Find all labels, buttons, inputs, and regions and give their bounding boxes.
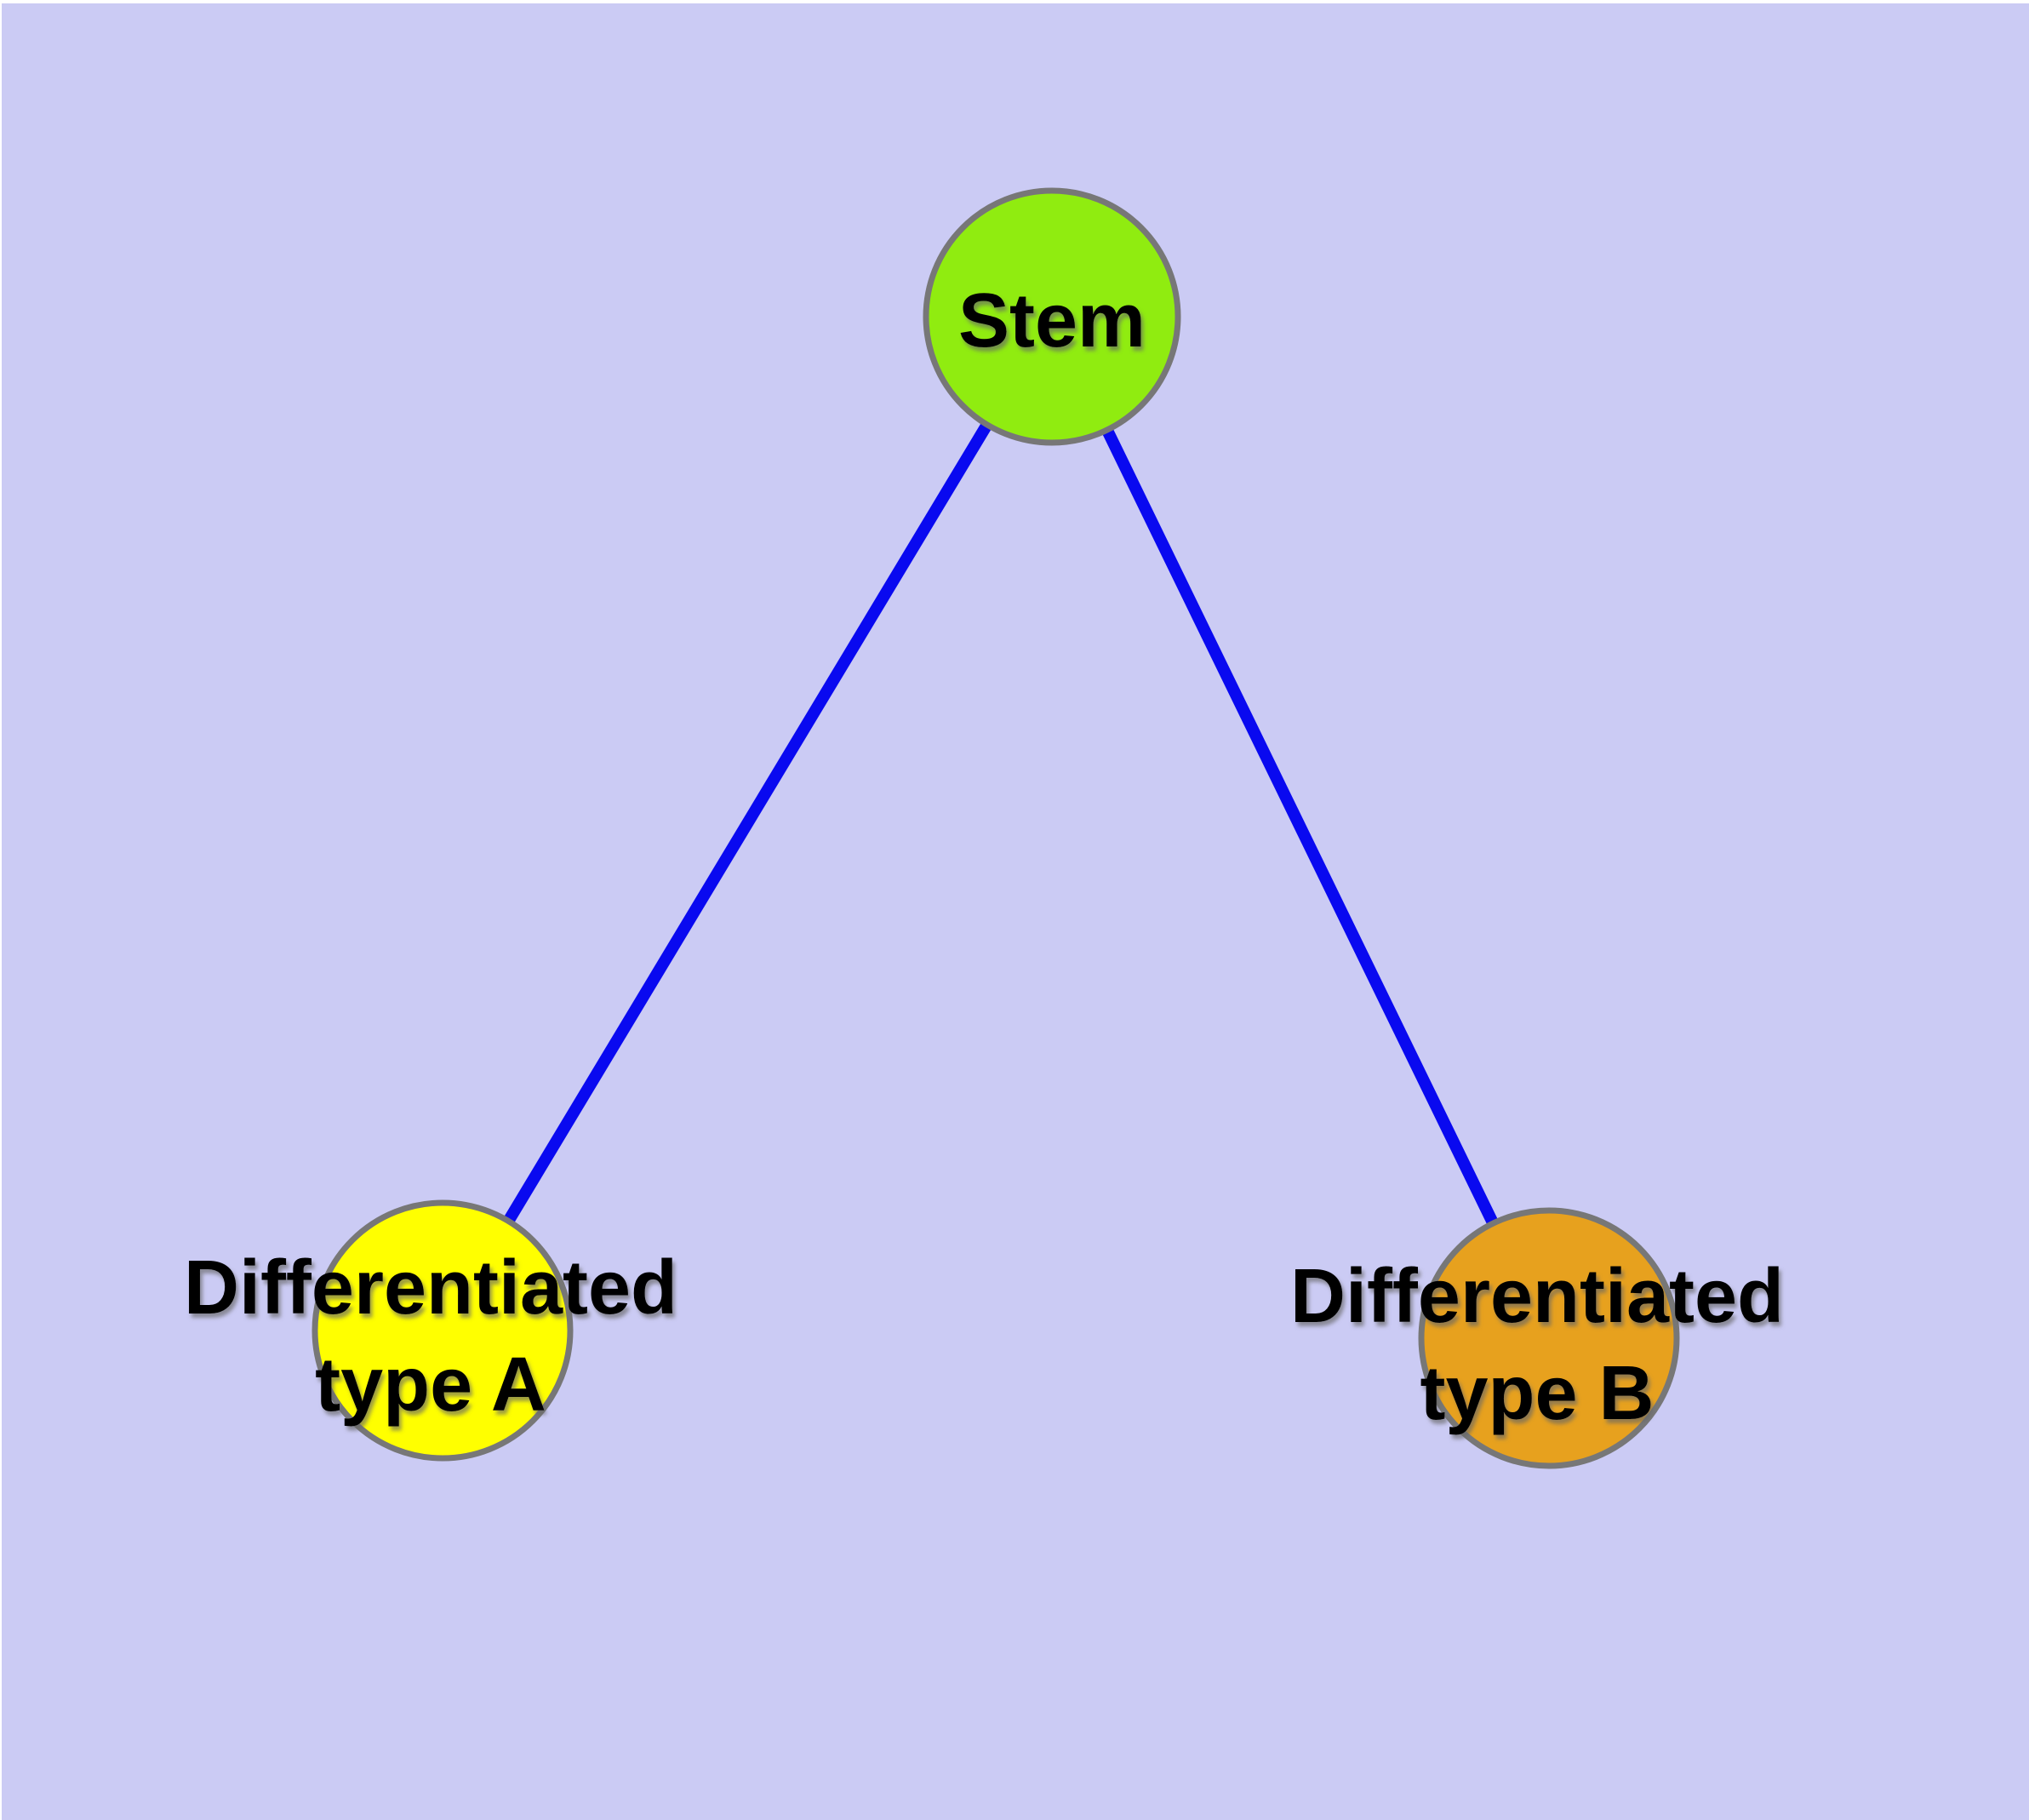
node-type-a-label-line2: type A: [315, 1342, 546, 1428]
edge-stem-to-type-b: [1046, 313, 1555, 1342]
node-stem-label: Stem: [958, 278, 1146, 363]
node-type-b-label-line2: type B: [1420, 1351, 1654, 1436]
node-type-b-circle: [1418, 1207, 1680, 1469]
edge-stem-to-type-a: [437, 313, 1057, 1334]
node-stem-circle: [923, 187, 1181, 446]
node-type-a-circle: [311, 1199, 574, 1462]
node-type-a-label-line1: Differentiated: [184, 1245, 677, 1331]
node-type-b-label-line1: Differentiated: [1290, 1254, 1784, 1339]
